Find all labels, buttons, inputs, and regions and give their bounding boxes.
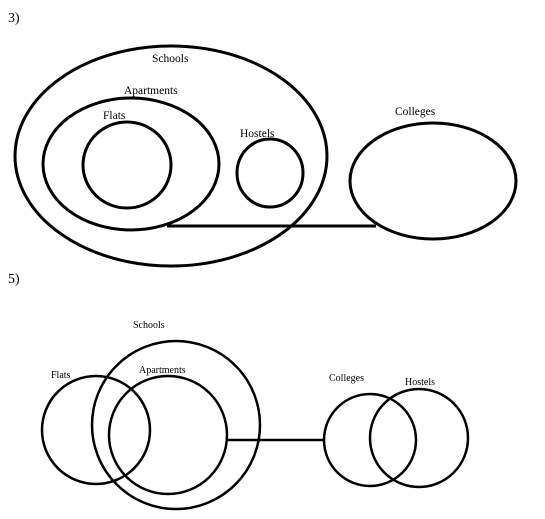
apartments-label: Apartments	[124, 85, 178, 97]
hostels-label: Hostels	[405, 377, 435, 388]
colleges-label: Colleges	[395, 106, 436, 118]
flats-label: Flats	[51, 370, 71, 381]
schools-ellipse	[13, 44, 329, 268]
diagram-5-number: 5)	[8, 272, 20, 287]
schools-circle	[90, 339, 262, 511]
schools-label: Schools	[152, 53, 189, 65]
hostels-label: Hostels	[240, 128, 275, 140]
colleges-ellipse	[348, 121, 518, 241]
apartments-circle	[107, 374, 229, 496]
colleges-label: Colleges	[329, 373, 364, 384]
flats-label: Flats	[103, 110, 126, 122]
diagram-3: 3) Schools Apartments Flats Hostels Coll…	[8, 11, 518, 268]
flats-circle	[81, 120, 173, 210]
hostels-circle	[368, 387, 470, 489]
diagram-3-number: 3)	[8, 11, 20, 26]
flats-circle	[40, 374, 152, 486]
apartments-ellipse	[41, 96, 221, 232]
hostels-circle	[235, 137, 305, 209]
schools-label: Schools	[133, 320, 165, 331]
apartments-label: Apartments	[139, 365, 186, 376]
diagram-5: 5) Schools Apartments Flats Colleges Hos…	[8, 272, 470, 511]
